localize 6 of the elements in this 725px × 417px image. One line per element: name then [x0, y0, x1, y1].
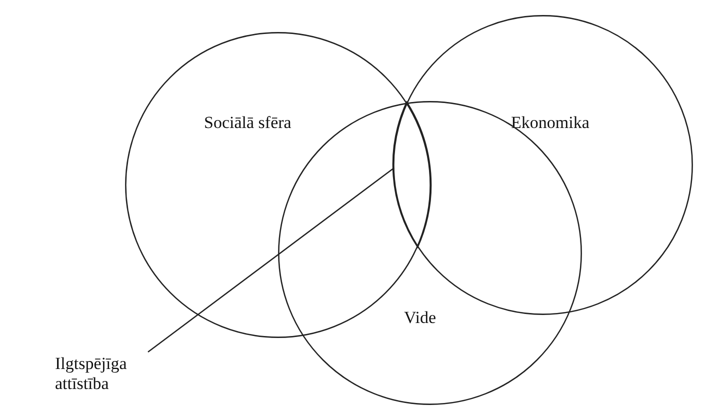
callout-text: Ilgtspējīga attīstība: [55, 354, 128, 394]
leader-line: [148, 167, 394, 353]
circle-label: Ekonomika: [511, 113, 590, 133]
circle-label: Vide: [404, 308, 436, 328]
circle-label: Sociālā sfēra: [204, 113, 292, 133]
overlap-region: [392, 101, 432, 248]
